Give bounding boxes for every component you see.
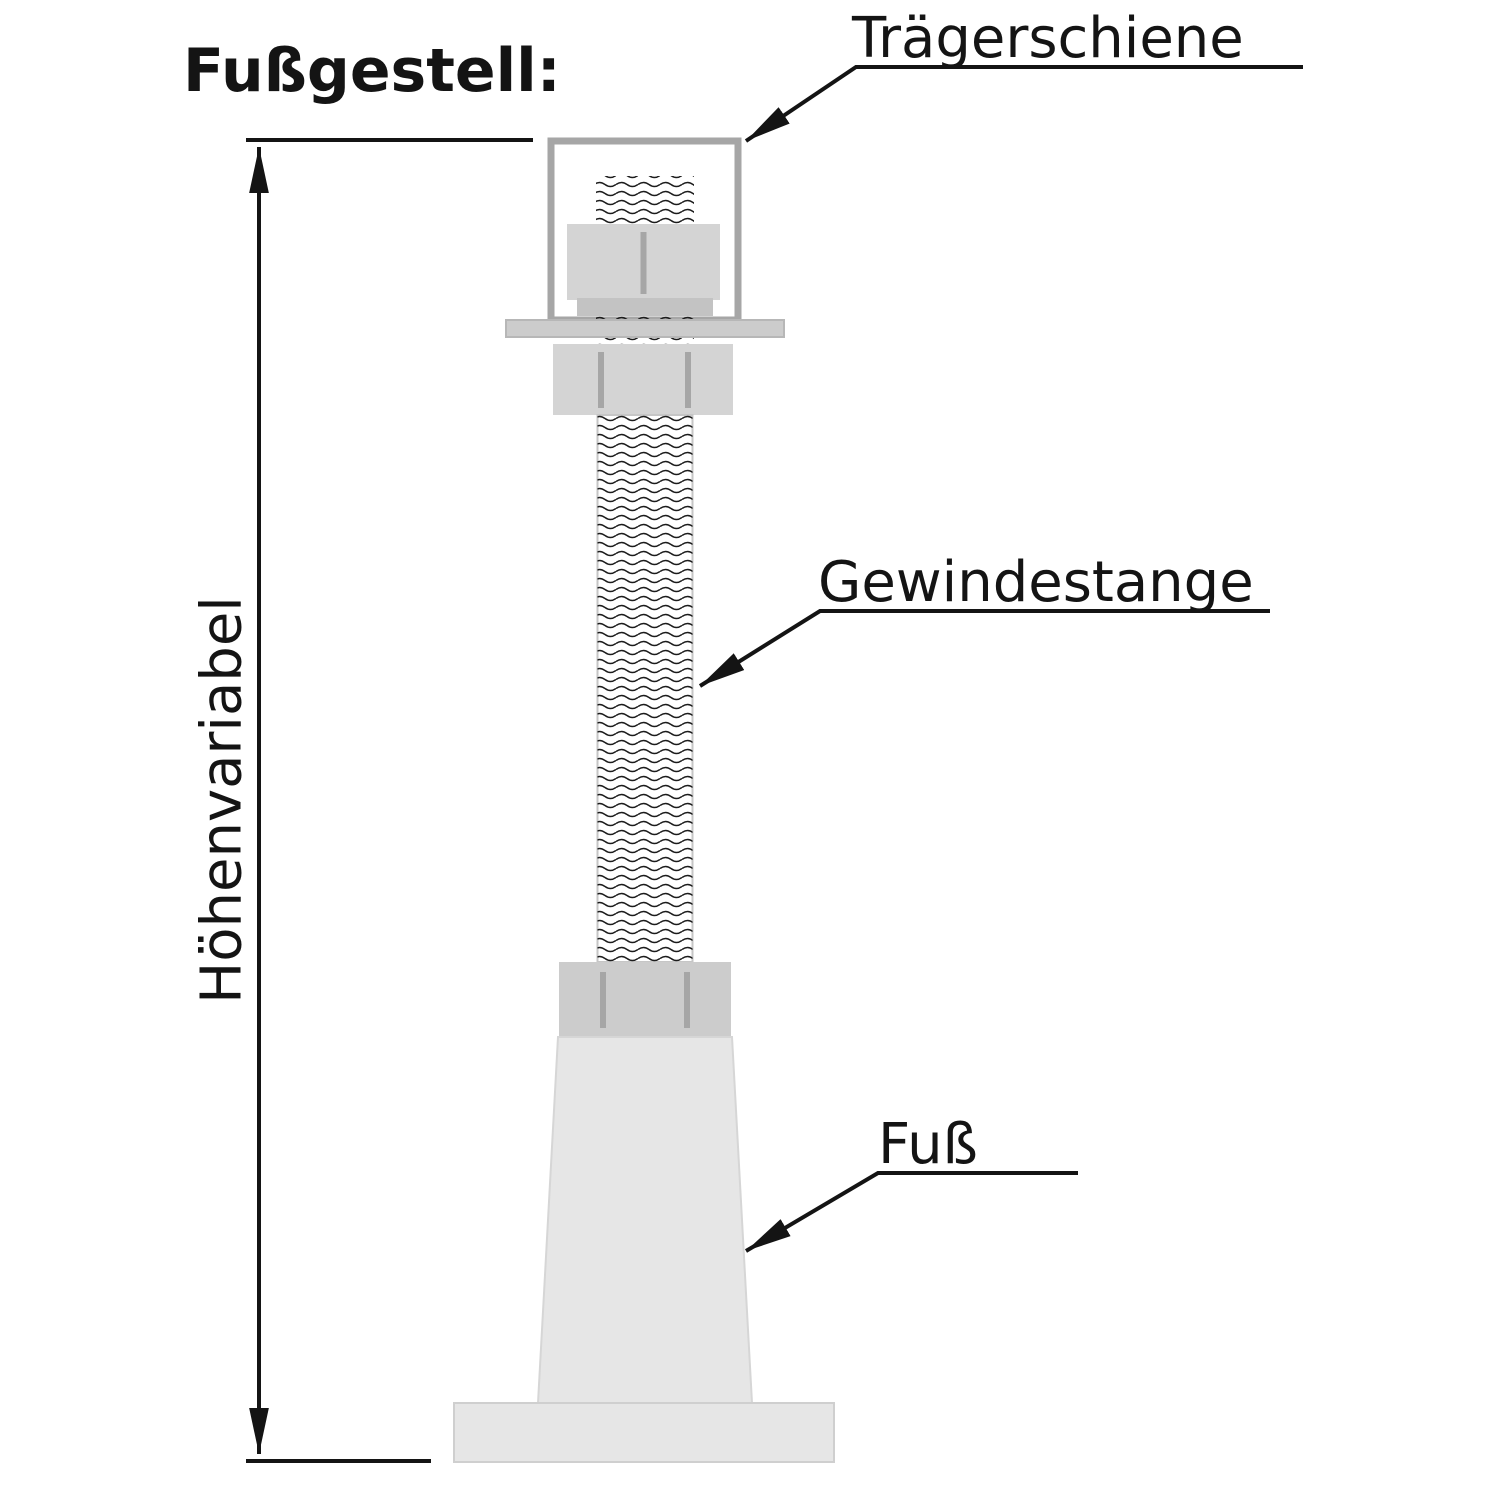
hex-nut-lower <box>559 962 731 1037</box>
thread-section-top <box>596 176 694 224</box>
label-fuss: Fuß <box>878 1112 978 1177</box>
label-traegerschiene: Trägerschiene <box>852 6 1244 71</box>
page-title: Fußgestell: <box>183 36 561 106</box>
washer-plate <box>577 298 713 316</box>
traegerschiene-leader-arrow <box>744 65 1303 143</box>
foot-cone <box>536 1036 754 1404</box>
label-gewindestange: Gewindestange <box>818 550 1254 615</box>
base-plate <box>453 1402 835 1463</box>
fuss-leader-arrow <box>744 1171 1078 1253</box>
hex-nut-upper <box>553 344 733 415</box>
mounting-plate <box>505 319 785 338</box>
threaded-rod-threads <box>597 415 693 962</box>
gewindestange-leader-arrow <box>698 609 1270 688</box>
